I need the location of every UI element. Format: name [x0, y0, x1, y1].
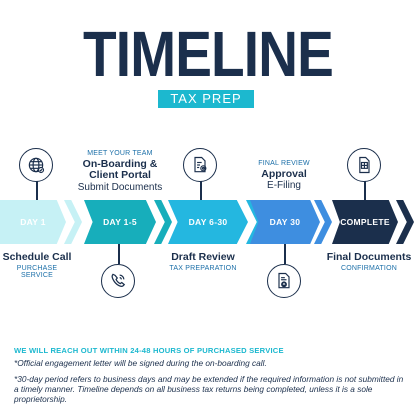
step-caption: TAX PREPARATION	[169, 264, 237, 272]
notes-section: WE WILL REACH OUT WITHIN 24-48 HOURS OF …	[14, 346, 406, 405]
step-title: Schedule Call	[2, 251, 72, 263]
document-icon	[347, 148, 381, 182]
globe-icon	[19, 148, 53, 182]
step-complete-labels: Final Documents CONFIRMATION	[322, 251, 416, 272]
step-subtitle: Submit Documents	[77, 181, 163, 193]
phase-day-1-5: DAY 1-5	[84, 200, 156, 244]
connector-line	[118, 244, 120, 264]
connector-line	[284, 244, 286, 264]
step-day-30-labels: FINAL REVIEW Approval E-Filing	[236, 160, 332, 191]
connector-line	[200, 180, 202, 200]
chevron-divider	[154, 200, 172, 244]
step-title: On-Boarding &	[82, 157, 158, 170]
phase-day-6-30: DAY 6-30	[168, 200, 248, 244]
phase-label: DAY 30	[269, 217, 301, 227]
note-line: *30-day period refers to business days a…	[14, 374, 404, 404]
phase-label: DAY 1	[20, 217, 46, 227]
phase-label: COMPLETE	[340, 217, 390, 227]
step-day-6-30-labels: Draft Review TAX PREPARATION	[156, 251, 250, 272]
connector-line	[36, 180, 38, 200]
chevron-divider	[396, 200, 414, 244]
step-caption: FINAL REVIEW	[258, 160, 310, 167]
step-title: Final Documents	[326, 251, 412, 263]
step-caption: PURCHASE SERVICE	[16, 264, 58, 280]
step-day-1-labels: Schedule Call PURCHASE SERVICE	[0, 251, 74, 280]
phase-label: DAY 1-5	[103, 217, 137, 227]
step-title: Client Portal	[89, 169, 151, 182]
step-title: Approval	[261, 167, 307, 180]
subtitle-badge: TAX PREP	[158, 90, 254, 108]
notes-headline: WE WILL REACH OUT WITHIN 24-48 HOURS OF …	[14, 346, 284, 355]
note-line: *Official engagement letter will be sign…	[14, 358, 267, 369]
phase-day-1: DAY 1	[0, 200, 66, 244]
phase-complete: COMPLETE	[332, 200, 398, 244]
step-title: Draft Review	[171, 251, 235, 263]
document-upload-icon	[267, 264, 301, 298]
phase-label: DAY 6-30	[188, 217, 228, 227]
chevron-divider	[64, 200, 82, 244]
step-day-1-5-labels: MEET YOUR TEAM On-Boarding & Client Port…	[70, 150, 170, 193]
phone-icon	[101, 264, 135, 298]
document-gear-icon	[183, 148, 217, 182]
step-subtitle: E-Filing	[267, 180, 301, 192]
step-caption: MEET YOUR TEAM	[87, 150, 153, 157]
phase-day-30: DAY 30	[250, 200, 320, 244]
page-title: TIMELINE	[83, 18, 334, 90]
step-caption: CONFIRMATION	[341, 264, 397, 272]
connector-line	[364, 180, 366, 200]
